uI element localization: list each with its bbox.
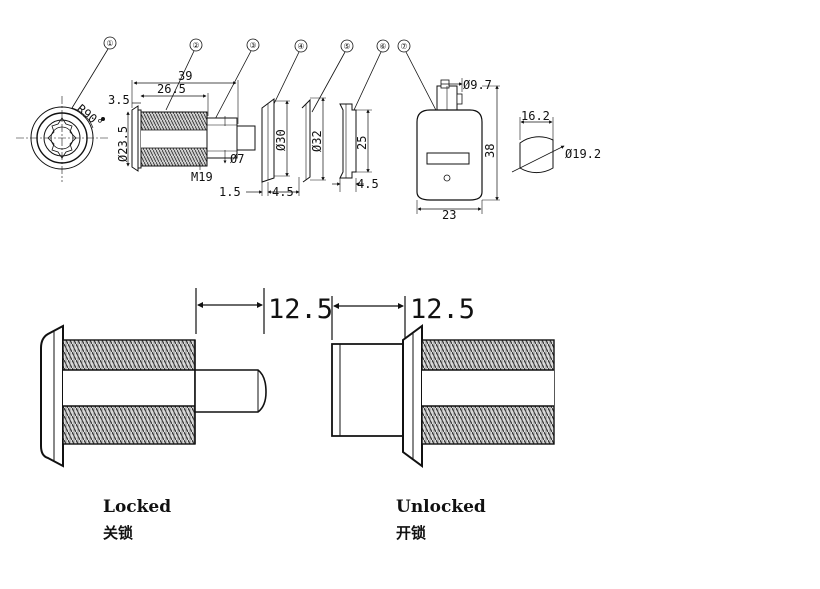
- dim-d19-2: Ø19.2: [565, 147, 601, 161]
- dim-d9-7: Ø9.7: [463, 78, 492, 92]
- callout-5: ⑤: [311, 39, 354, 113]
- callout-1: ①: [71, 36, 117, 109]
- dim-26-5: 26.5: [157, 82, 186, 96]
- key-part: Ø9.7 38 23: [416, 78, 500, 222]
- label-unlocked: Unlocked: [396, 497, 486, 517]
- label-locked-cn: 关锁: [103, 524, 133, 542]
- label-unlocked-cn: 开锁: [396, 524, 426, 542]
- dim-4-5b: 4.5: [357, 177, 379, 191]
- dim-16-2: 16.2: [521, 109, 550, 123]
- callout-6: ⑥: [353, 39, 390, 111]
- unlocked-assembly: 12.5: [331, 294, 555, 468]
- svg-text:⑤: ⑤: [343, 42, 350, 51]
- dim-r90: R90°: [74, 102, 105, 131]
- dim-3-5: 3.5: [108, 93, 130, 107]
- hex-nut-part: 25 4.5: [332, 103, 379, 192]
- dim-25: 25: [355, 136, 369, 150]
- dim-d23-5: Ø23.5: [116, 126, 130, 162]
- svg-text:⑥: ⑥: [379, 42, 386, 51]
- label-locked: Locked: [103, 497, 171, 517]
- key-profile-section: 16.2 Ø19.2: [511, 109, 601, 174]
- callout-group: ① ② ③ ④ ⑤ ⑥ ⑦: [71, 36, 441, 126]
- dim-23: 23: [442, 208, 456, 222]
- callout-4: ④: [270, 39, 308, 111]
- svg-text:④: ④: [297, 42, 304, 51]
- front-view-cylinder: R90°: [16, 96, 108, 182]
- dim-stroke-locked: 12.5: [268, 294, 333, 325]
- dim-d30: Ø30: [274, 129, 288, 151]
- svg-text:②: ②: [192, 41, 199, 50]
- dim-1-5: 1.5: [219, 185, 241, 199]
- svg-text:①: ①: [106, 39, 113, 48]
- dim-m19: M19: [191, 170, 213, 184]
- dim-38: 38: [483, 144, 497, 158]
- callout-7: ⑦: [397, 39, 441, 119]
- dim-4-5a: 4.5: [272, 185, 294, 199]
- callout-3: ③: [211, 38, 260, 126]
- callout-2: ②: [165, 38, 203, 111]
- washer-part: Ø30 1.5 4.5: [219, 98, 300, 199]
- dim-stroke-unlocked: 12.5: [410, 294, 475, 325]
- cylinder-side-view: 39 26.5 3.5 Ø23.5 M19 Ø7: [108, 69, 256, 184]
- locked-assembly: 12.5: [40, 288, 333, 468]
- dim-39: 39: [178, 69, 192, 83]
- svg-text:③: ③: [249, 41, 256, 50]
- svg-text:⑦: ⑦: [400, 42, 407, 51]
- clip-part: Ø32: [301, 97, 326, 183]
- dim-d32: Ø32: [310, 130, 324, 152]
- dim-d7: Ø7: [230, 152, 244, 166]
